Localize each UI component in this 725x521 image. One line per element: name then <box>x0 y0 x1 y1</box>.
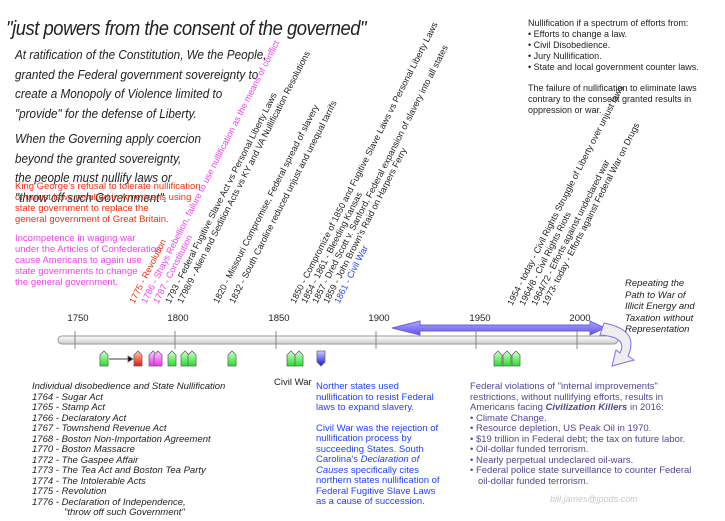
civil-war-label: Civil War <box>274 377 312 388</box>
event-markers <box>99 350 521 367</box>
federal-violations-note: Federal violations of "internal improvem… <box>470 381 691 487</box>
king-george-note: King George's refusal to tolerate nullif… <box>15 181 201 225</box>
tick-label: 1950 <box>469 313 491 324</box>
page-title: "just powers from the consent of the gov… <box>6 18 367 40</box>
timeline-ticks <box>74 331 578 349</box>
spectrum-note: Nullification if a spectrum of efforts f… <box>528 18 699 116</box>
intro-text: At ratification of the Constitution, We … <box>15 45 266 213</box>
tick-label: 2000 <box>569 313 591 324</box>
tick-label: 1750 <box>67 313 89 324</box>
author-credit: bill.james@jpods.com <box>550 494 638 504</box>
repeating-curve-arrow <box>599 322 636 367</box>
spectrum-list: Efforts to change a law. Civil Disobedie… <box>528 29 699 73</box>
tick-label: 1900 <box>368 313 390 324</box>
acts-list: Individual disobedience and State Nullif… <box>32 381 226 518</box>
tick-label: 1800 <box>167 313 189 324</box>
failure-note: The failure of nullification to eliminat… <box>528 83 697 115</box>
civilization-killers-list: Climate Change. Resource depletion, US P… <box>470 413 691 477</box>
timeline-bar <box>57 335 619 345</box>
intro-paragraph-1: At ratification of the Constitution, We … <box>15 47 267 121</box>
tick-label: 1850 <box>268 313 290 324</box>
